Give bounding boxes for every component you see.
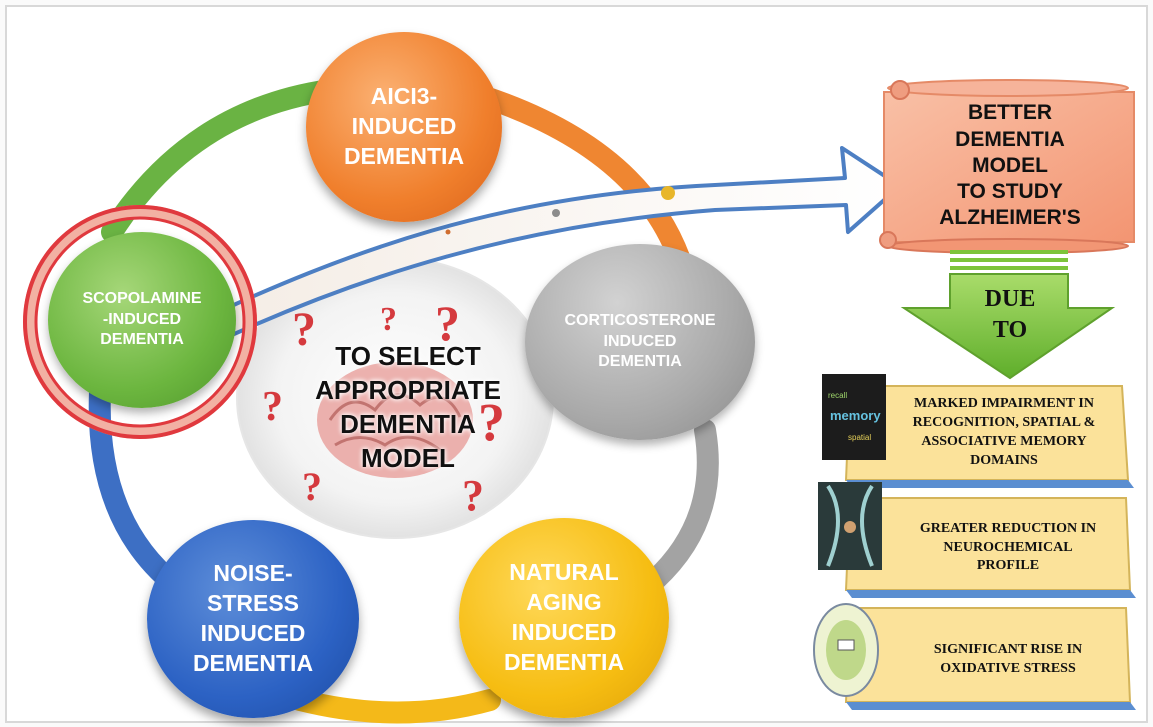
svg-text:memory: memory — [830, 408, 881, 423]
ring-segment-gray — [644, 419, 719, 591]
node-line: INDUCED — [511, 619, 617, 645]
finding-box-3 — [813, 603, 1136, 710]
arrow-dot — [445, 229, 451, 235]
highlight-ring-outer — [23, 205, 257, 439]
finding-box-2 — [818, 482, 1136, 598]
finding-line: ASSOCIATIVE MEMORY — [921, 434, 1087, 449]
center-line: DEMENTIA — [340, 409, 476, 439]
finding-line: PROFILE — [976, 558, 1040, 574]
center-line: MODEL — [361, 442, 455, 473]
svg-text:spatial: spatial — [848, 433, 871, 442]
outcome-line: MODEL — [972, 153, 1048, 177]
svg-text:?: ? — [302, 464, 322, 509]
svg-text:?: ? — [478, 392, 505, 452]
svg-text:?: ? — [262, 384, 283, 430]
center-line: APPROPRIATE — [315, 375, 501, 406]
node-line: DEMENTIA — [503, 648, 625, 675]
due-to-label: DUE TO — [955, 284, 1065, 354]
center-line: TO SELECT — [335, 341, 481, 372]
arrow-dot — [661, 186, 675, 200]
finding-line: SIGNIFICANT RISE IN — [933, 642, 1083, 658]
node-line: INDUCED — [200, 620, 306, 646]
finding-oxidative-stress: SIGNIFICANT RISE IN OXIDATIVE STRESS — [888, 620, 1128, 700]
node-line: AICI3- — [370, 83, 438, 110]
ring-segment-green — [101, 79, 341, 243]
finding-line: DOMAINS — [970, 452, 1038, 468]
due-line: DUE — [984, 286, 1036, 312]
outcome-line: TO STUDY — [957, 180, 1063, 204]
node-line: AGING — [526, 589, 602, 616]
highlight-ring-edge — [34, 216, 246, 428]
cycle-ring — [88, 79, 719, 724]
node-line: DEMENTIA — [192, 649, 314, 676]
arrow-dot — [552, 209, 560, 217]
center-brain-illustration: ? ? ? ? ? ? ? — [236, 257, 554, 539]
node-noise-stress-induced-dementia: NOISE- STRESS INDUCED DEMENTIA — [147, 520, 359, 718]
finding-line: RECOGNITION, SPATIAL & — [912, 415, 1096, 431]
node-aici3-induced-dementia: AICI3- INDUCED DEMENTIA — [306, 32, 502, 222]
node-line: -INDUCED — [102, 310, 182, 328]
finding-line: OXIDATIVE STRESS — [940, 661, 1076, 676]
ring-segment-yellow — [289, 689, 501, 724]
outcome-line: DEMENTIA — [955, 127, 1065, 151]
node-line: CORTICOSTERONE — [564, 311, 716, 329]
outcome-line: BETTER — [968, 101, 1052, 125]
node-line: DEMENTIA — [343, 142, 465, 169]
svg-text:?: ? — [435, 295, 460, 351]
finding-memory-impairment: MARKED IMPAIRMENT IN RECOGNITION, SPATIA… — [888, 388, 1120, 478]
finding-neurochemical-reduction: GREATER REDUCTION IN NEUROCHEMICAL PROFI… — [888, 508, 1128, 588]
node-line: NATURAL — [509, 559, 619, 586]
svg-text:?: ? — [292, 303, 316, 356]
highlight-ring-inner — [23, 205, 257, 439]
node-corticosterone-induced-dementia: CORTICOSTERONE INDUCED DEMENTIA — [525, 244, 755, 440]
node-line: NOISE- — [213, 560, 293, 587]
ring-segment-orange — [477, 87, 691, 271]
node-line: SCOPOLAMINE — [82, 289, 202, 307]
svg-text:?: ? — [462, 471, 484, 520]
node-natural-aging-induced-dementia: NATURAL AGING INDUCED DEMENTIA — [459, 518, 669, 718]
due-to-arrow — [900, 250, 1116, 380]
node-line: INDUCED — [603, 332, 677, 350]
finding-line: NEUROCHEMICAL — [943, 539, 1073, 555]
finding-box-1: memory recall spatial — [822, 374, 1134, 488]
finding-line: GREATER REDUCTION IN — [919, 520, 1097, 536]
outcome-scroll — [879, 79, 1135, 254]
node-line: DEMENTIA — [100, 331, 184, 349]
node-scopolamine-induced-dementia: SCOPOLAMINE -INDUCED DEMENTIA — [48, 232, 236, 408]
node-line: INDUCED — [351, 113, 457, 140]
svg-text:?: ? — [380, 301, 397, 338]
node-line: STRESS — [206, 590, 300, 617]
svg-text:recall: recall — [828, 391, 847, 400]
due-line: TO — [992, 317, 1028, 344]
memory-word-cloud-image — [822, 374, 886, 460]
center-goal-text: TO SELECT APPROPRIATE DEMENTIA MODEL — [278, 308, 538, 508]
outcome-line: ALZHEIMER'S — [939, 206, 1081, 230]
finding-line: MARKED IMPAIRMENT IN — [914, 396, 1094, 412]
node-line: DEMENTIA — [598, 353, 682, 371]
outcome-text: BETTER DEMENTIA MODEL TO STUDY ALZHEIMER… — [896, 86, 1124, 246]
